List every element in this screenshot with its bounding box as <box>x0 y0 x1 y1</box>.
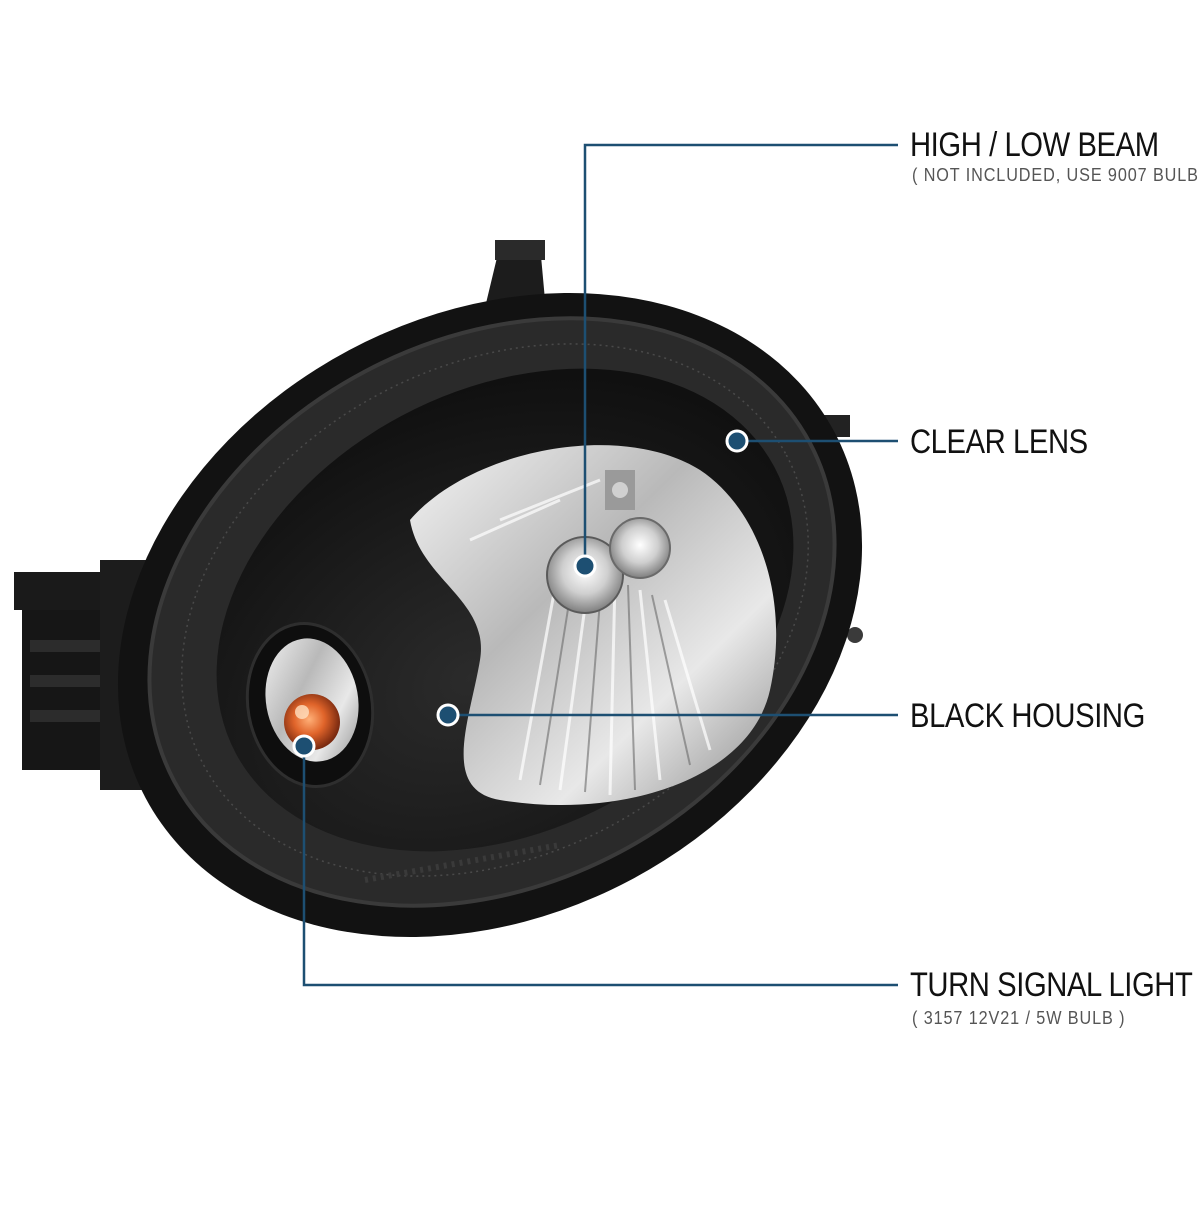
label-turn-signal: TURN SIGNAL LIGHT <box>910 966 1193 1004</box>
leader-high-low-beam <box>583 143 898 566</box>
marker-clear-lens <box>725 429 749 453</box>
label-clear-lens: CLEAR LENS <box>910 423 1088 461</box>
leader-lines <box>302 143 898 987</box>
marker-black-housing <box>436 703 460 727</box>
note-high-low-beam: ( NOT INCLUDED, USE 9007 BULB ) <box>912 165 1200 185</box>
leader-turn-signal <box>302 746 898 987</box>
label-black-housing: BLACK HOUSING <box>910 697 1145 735</box>
callout-markers <box>292 429 749 758</box>
marker-turn-signal <box>292 734 316 758</box>
note-turn-signal: ( 3157 12V21 / 5W BULB ) <box>912 1008 1126 1028</box>
label-high-low-beam: HIGH / LOW BEAM <box>910 126 1159 164</box>
marker-high-low-beam <box>573 554 597 578</box>
